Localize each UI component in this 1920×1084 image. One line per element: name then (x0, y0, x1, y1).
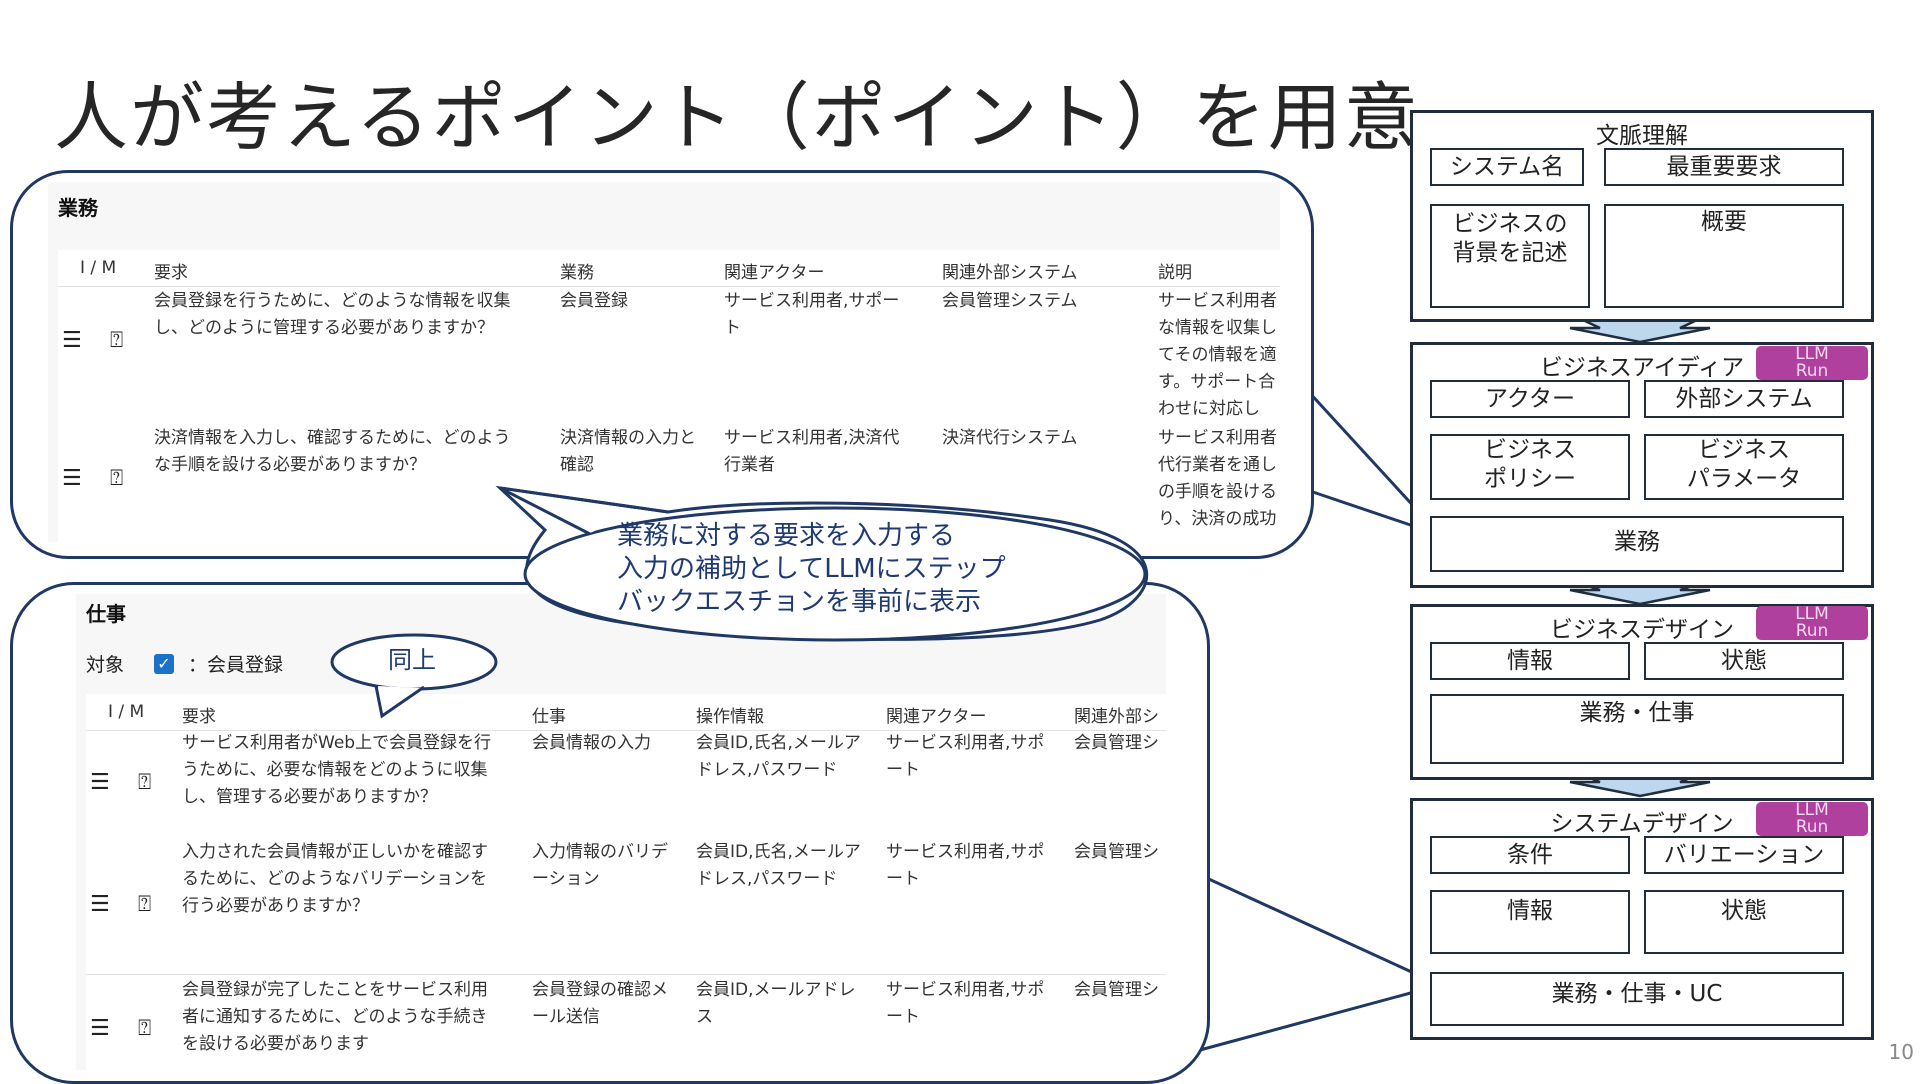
gyomu-table: I / M 要求 業務 関連アクター 関連外部システム 説明 ☰ ⍰ 会員登録を… (58, 250, 1280, 542)
system-name-box[interactable]: システム名 (1430, 148, 1584, 186)
table-row-external: 決済代行システム (942, 428, 1078, 448)
callout-main-line-1: 業務に対する要求を入力する (617, 521, 956, 551)
table-row-external: 会員管理シ (1074, 980, 1159, 1000)
indent-icon[interactable]: ☰ (90, 1016, 110, 1041)
col-work: 仕事 (532, 707, 566, 727)
col-description: 説明 (1158, 263, 1192, 283)
col-actor: 関連アクター (724, 263, 825, 283)
callout-main-line-2: 入力の補助としてLLMにステップ (617, 554, 1006, 584)
col-business: 業務 (560, 263, 594, 283)
table-row-operation: 会員ID,メールアドレス (696, 980, 856, 1027)
table-row-business: 会員登録 (560, 291, 628, 311)
llm-run-badge[interactable]: LLM Run (1756, 346, 1868, 380)
context-title: 文脈理解 (1596, 123, 1688, 149)
info-box[interactable]: 情報 (1430, 890, 1630, 954)
table-row-work: 会員登録の確認メール送信 (532, 980, 668, 1027)
callout-main-line-3: バックエスチョンを事前に表示 (617, 587, 982, 617)
state-box[interactable]: 状態 (1644, 890, 1844, 954)
state-box[interactable]: 状態 (1644, 642, 1844, 680)
business-parameter-box[interactable]: ビジネス パラメータ (1644, 434, 1844, 500)
business-policy-box[interactable]: ビジネス ポリシー (1430, 434, 1630, 500)
target-value: ：会員登録 (188, 654, 284, 676)
col-requirement: 要求 (154, 263, 188, 283)
table-row-actor: サービス利用者,サポート (886, 733, 1045, 780)
table-row-description: サービス利用者代行業者を通しの手順を設けるり、決済の成功 (1158, 428, 1277, 529)
design-title: ビジネスデザイン (1550, 617, 1734, 643)
table-row-operation: 会員ID,氏名,メールアドレス,パスワード (696, 733, 861, 780)
shigoto-section-title: 仕事 (86, 602, 126, 626)
table-row-requirement[interactable]: 決済情報を入力し、確認するために、どのような手順を設ける必要がありますか？ (154, 428, 511, 475)
callout-same: 同上 (388, 646, 436, 674)
table-row-actor: サービス利用者,決済代行業者 (724, 428, 900, 475)
table-row-work: 会員情報の入力 (532, 733, 651, 753)
table-row-actor: サービス利用者,サポート (886, 980, 1045, 1027)
question-icon[interactable]: ⍰ (138, 892, 152, 917)
target-checkbox[interactable]: ✓ (154, 654, 174, 674)
page-number: 10 (1888, 1040, 1914, 1064)
col-actor: 関連アクター (886, 707, 987, 727)
indent-icon[interactable]: ☰ (62, 328, 82, 353)
col-operation: 操作情報 (696, 707, 764, 727)
table-row-actor: サービス利用者,サポート (886, 842, 1045, 889)
condition-box[interactable]: 条件 (1430, 836, 1630, 874)
col-external: 関連外部シ (1074, 707, 1159, 727)
question-icon[interactable]: ⍰ (138, 1016, 152, 1041)
table-row-external: 会員管理シ (1074, 733, 1159, 753)
variation-box[interactable]: バリエーション (1644, 836, 1844, 874)
llm-run-badge[interactable]: LLM Run (1756, 802, 1868, 836)
background-box[interactable]: ビジネスの 背景を記述 (1430, 204, 1590, 308)
table-row-requirement[interactable]: 会員登録が完了したことをサービス利用者に通知するために、どのような手続きを設ける… (182, 980, 488, 1054)
business-box[interactable]: 業務 (1430, 516, 1844, 572)
table-row-work: 入力情報のバリデーション (532, 842, 668, 889)
gyomu-screen: 業務 I / M 要求 業務 関連アクター 関連外部システム 説明 ☰ ⍰ 会員… (48, 182, 1280, 542)
idea-title: ビジネスアイディア (1539, 355, 1745, 381)
col-external: 関連外部システム (942, 263, 1078, 283)
table-row-requirement[interactable]: サービス利用者がWeb上で会員登録を行うために、必要な情報をどのように収集し、管… (182, 733, 492, 807)
external-system-box[interactable]: 外部システム (1644, 380, 1844, 418)
indent-icon[interactable]: ☰ (62, 466, 82, 491)
col-im: I / M (80, 258, 117, 278)
top-requirement-box[interactable]: 最重要要求 (1604, 148, 1844, 186)
shigoto-table: I / M 要求 仕事 操作情報 関連アクター 関連外部シ ☰ ⍰ サービス利用… (86, 694, 1166, 1070)
question-icon[interactable]: ⍰ (110, 466, 124, 491)
col-im: I / M (108, 702, 145, 722)
table-row-business: 決済情報の入力と確認 (560, 428, 696, 475)
table-row-description: サービス利用者な情報を収集してその情報を適す。サポート合わせに対応し (1158, 291, 1277, 419)
col-requirement: 要求 (182, 707, 216, 727)
indent-icon[interactable]: ☰ (90, 892, 110, 917)
table-row-operation: 会員ID,氏名,メールアドレス,パスワード (696, 842, 861, 889)
slide-title: 人が考えるポイント（ポイント）を用意 (54, 75, 1420, 161)
table-row-external: 会員管理システム (942, 291, 1078, 311)
overview-box[interactable]: 概要 (1604, 204, 1844, 308)
table-row-requirement[interactable]: 入力された会員情報が正しいかを確認するために、どのようなバリデーションを行う必要… (182, 842, 488, 916)
table-row-external: 会員管理シ (1074, 842, 1159, 862)
actor-box[interactable]: アクター (1430, 380, 1630, 418)
table-row-actor: サービス利用者,サポート (724, 291, 900, 338)
business-work-uc-box[interactable]: 業務・仕事・UC (1430, 972, 1844, 1026)
business-work-box[interactable]: 業務・仕事 (1430, 694, 1844, 764)
question-icon[interactable]: ⍰ (138, 770, 152, 795)
info-box[interactable]: 情報 (1430, 642, 1630, 680)
target-label: 対象 (86, 654, 125, 676)
system-design-title: システムデザイン (1550, 811, 1734, 837)
gyomu-section-title: 業務 (58, 196, 98, 220)
indent-icon[interactable]: ☰ (90, 770, 110, 795)
table-row-requirement[interactable]: 会員登録を行うために、どのような情報を収集し、どのように管理する必要がありますか… (154, 291, 511, 338)
question-icon[interactable]: ⍰ (110, 328, 124, 353)
shigoto-screen: 仕事 対象 ✓ ：会員登録 I / M 要求 仕事 操作情報 関連アクター 関連… (76, 594, 1166, 1070)
llm-run-badge[interactable]: LLM Run (1756, 606, 1868, 640)
